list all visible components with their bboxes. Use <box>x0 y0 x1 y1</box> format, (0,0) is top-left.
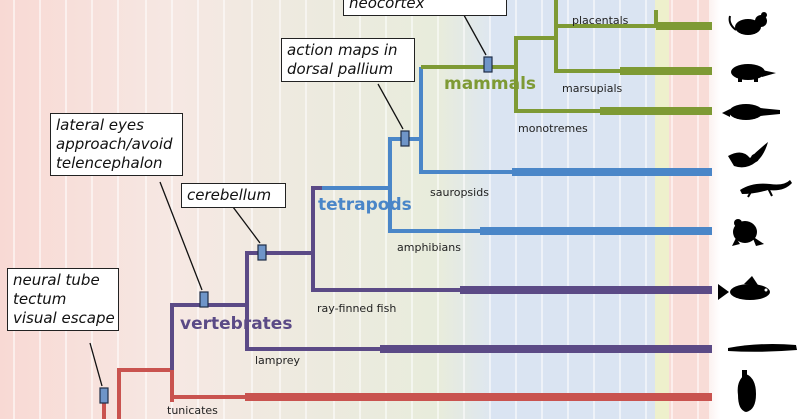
callout-line: neural tube <box>13 271 100 289</box>
lamprey-silhouette-icon <box>728 344 797 352</box>
mole-silhouette-icon <box>731 64 776 82</box>
trait-markers <box>99 56 493 404</box>
rodent-silhouette-icon <box>728 12 767 35</box>
tetrapod-branches <box>322 67 512 233</box>
callout-line: neocortex <box>349 0 425 12</box>
taxon-monotremes: monotremes <box>518 122 588 135</box>
callout-neocortex: neocortex <box>343 0 507 16</box>
marker-neocortex <box>483 56 493 73</box>
taxon-lamprey: lamprey <box>255 354 301 367</box>
callout-line: telencephalon <box>56 154 163 172</box>
vertebrate-branches <box>170 186 460 370</box>
tunicate-silhouette-icon <box>737 370 756 412</box>
taxon-ray-finned-fish: ray-finned fish <box>317 302 396 315</box>
taxon-marsupials: marsupials <box>562 82 623 95</box>
callout-line: action maps in <box>287 41 398 59</box>
mammal-branches <box>421 0 658 113</box>
taxon-placentals: placentals <box>572 14 629 27</box>
platypus-silhouette-icon <box>722 104 780 120</box>
callout-line: lateral eyes <box>56 116 144 134</box>
chordate-branches <box>102 368 247 419</box>
fish-silhouette-icon <box>718 276 770 300</box>
callout-line: dorsal pallium <box>287 60 394 78</box>
marker-action-maps <box>400 130 410 147</box>
callout-line: tectum <box>13 290 67 308</box>
marker-cerebellum <box>257 244 267 261</box>
frog-silhouette-icon <box>732 219 764 246</box>
callout-lateral-eyes: lateral eyes approach/avoid telencephalo… <box>50 113 183 176</box>
red-era-band <box>669 0 709 419</box>
callout-pointers <box>89 7 487 387</box>
callout-cerebellum: cerebellum <box>181 183 286 208</box>
taxon-tunicates: tunicates <box>167 404 218 417</box>
taxon-amphibians: amphibians <box>397 241 461 254</box>
callout-line: approach/avoid <box>56 135 173 153</box>
clade-tetrapods: tetrapods <box>318 195 412 215</box>
callout-neural-tube: neural tube tectum visual escape <box>7 268 119 331</box>
callout-action-maps: action maps in dorsal pallium <box>281 38 415 82</box>
clade-mammals: mammals <box>444 74 536 94</box>
marker-neural-tube <box>99 387 109 404</box>
callout-line: visual escape <box>13 309 115 327</box>
bird-silhouette-icon <box>728 142 768 168</box>
silhouettes <box>718 12 797 412</box>
marker-lateral-eyes <box>199 291 209 308</box>
clade-vertebrates: vertebrates <box>180 314 292 334</box>
taxon-sauropsids: sauropsids <box>430 186 489 199</box>
callout-line: cerebellum <box>187 186 272 204</box>
lizard-silhouette-icon <box>740 180 792 198</box>
green-era-band <box>655 0 669 419</box>
